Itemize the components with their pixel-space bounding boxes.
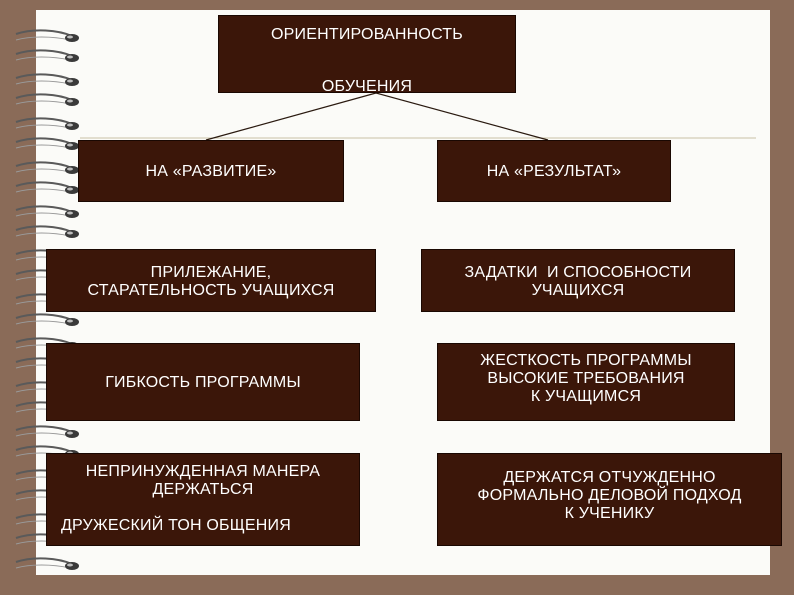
result-item-3: ДЕРЖАТСЯ ОТЧУЖДЕННО ФОРМАЛЬНО ДЕЛОВОЙ ПО… xyxy=(437,453,782,546)
development-item-1-line-2: СТАРАТЕЛЬНОСТЬ УЧАЩИХСЯ xyxy=(87,282,335,299)
spiral-ring-icon xyxy=(15,137,79,150)
development-item-3-line-1: НЕПРИНУЖДЕННАЯ МАНЕРА xyxy=(85,463,321,480)
result-header-box: НА «РЕЗУЛЬТАТ» xyxy=(437,140,671,202)
root-title-line-1: ОРИЕНТИРОВАННОСТЬ xyxy=(271,26,463,43)
spiral-ring-icon xyxy=(15,93,79,106)
result-item-2: ЖЕСТКОСТЬ ПРОГРАММЫ ВЫСОКИЕ ТРЕБОВАНИЯ К… xyxy=(437,343,735,421)
root-title-line-2: ОБУЧЕНИЯ xyxy=(321,78,413,95)
spiral-ring-icon xyxy=(15,117,79,130)
connector-root-to-result xyxy=(375,92,549,141)
spiral-ring-icon xyxy=(15,161,79,174)
result-item-2-line-2: ВЫСОКИЕ ТРЕБОВАНИЯ xyxy=(487,370,685,387)
development-item-3-line-2: ДЕРЖАТЬСЯ xyxy=(152,481,254,498)
result-item-1-line-2: УЧАЩИХСЯ xyxy=(531,282,625,299)
development-item-2: ГИБКОСТЬ ПРОГРАММЫ xyxy=(46,343,360,421)
development-header-box: НА «РАЗВИТИЕ» xyxy=(78,140,344,202)
spiral-ring-icon xyxy=(15,29,79,42)
result-item-3-line-3: К УЧЕНИКУ xyxy=(564,505,655,522)
spiral-ring-icon xyxy=(15,73,79,86)
result-item-3-line-1: ДЕРЖАТСЯ ОТЧУЖДЕННО xyxy=(503,469,716,486)
development-item-3: НЕПРИНУЖДЕННАЯ МАНЕРА ДЕРЖАТЬСЯ ДРУЖЕСКИ… xyxy=(46,453,360,546)
spiral-ring-icon xyxy=(15,225,79,238)
result-item-2-line-1: ЖЕСТКОСТЬ ПРОГРАММЫ xyxy=(480,352,692,369)
development-item-3-extra: ДРУЖЕСКИЙ ТОН ОБЩЕНИЯ xyxy=(61,517,292,534)
spiral-ring-icon xyxy=(15,49,79,62)
result-item-3-line-2: ФОРМАЛЬНО ДЕЛОВОЙ ПОДХОД xyxy=(477,487,742,504)
result-item-1: ЗАДАТКИ И СПОСОБНОСТИ УЧАЩИХСЯ xyxy=(421,249,735,312)
development-item-1: ПРИЛЕЖАНИЕ, СТАРАТЕЛЬНОСТЬ УЧАЩИХСЯ xyxy=(46,249,376,312)
spiral-ring-icon xyxy=(15,181,79,194)
spiral-ring-icon xyxy=(15,557,79,570)
development-item-1-line-1: ПРИЛЕЖАНИЕ, xyxy=(150,264,272,281)
root-box: ОРИЕНТИРОВАННОСТЬ ОБУЧЕНИЯ xyxy=(218,15,516,95)
development-header: НА «РАЗВИТИЕ» xyxy=(145,163,277,180)
result-item-2-line-3: К УЧАЩИМСЯ xyxy=(530,388,642,405)
spiral-ring-icon xyxy=(15,313,79,326)
result-item-1-line-1: ЗАДАТКИ И СПОСОБНОСТИ xyxy=(464,264,692,281)
spiral-ring-icon xyxy=(15,425,79,438)
spiral-ring-icon xyxy=(15,205,79,218)
connector-root-to-development xyxy=(205,92,377,141)
development-item-2-line-1: ГИБКОСТЬ ПРОГРАММЫ xyxy=(105,374,301,391)
result-header: НА «РЕЗУЛЬТАТ» xyxy=(486,163,622,180)
